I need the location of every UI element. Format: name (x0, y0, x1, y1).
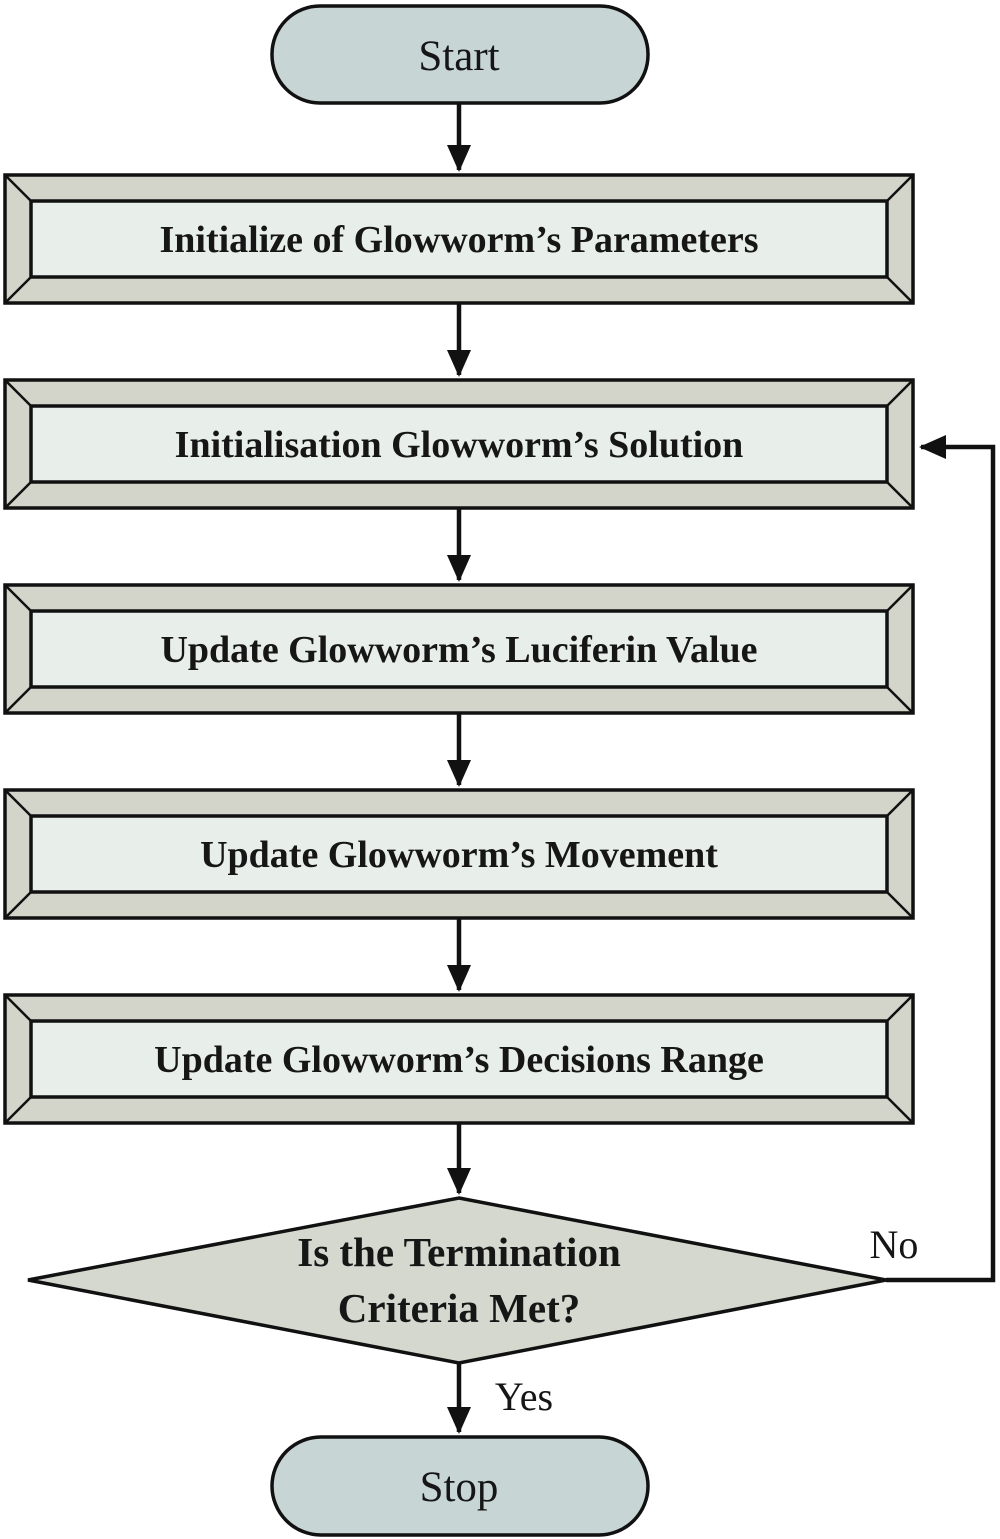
box-bevel-tr (886, 584, 914, 612)
box-label: Initialisation Glowworm’s Solution (175, 424, 744, 466)
box-bevel-tr (886, 789, 914, 817)
start-label: Start (418, 33, 499, 80)
box-bevel-tr (886, 379, 914, 407)
box-bevel-br (886, 276, 914, 304)
box-label: Update Glowworm’s Decisions Range (154, 1039, 764, 1081)
process-box-update-decisions-range: Update Glowworm’s Decisions Range (3, 993, 915, 1125)
box-inner (29, 404, 889, 484)
process-box-update-movement: Update Glowworm’s Movement (3, 788, 915, 920)
box-bevel-bl (4, 276, 32, 304)
box-inner (29, 814, 889, 894)
box-bevel-bl (4, 891, 32, 919)
box-bevel-bl (4, 1096, 32, 1124)
flow-arrows (447, 103, 996, 1434)
stop-label: Stop (420, 1464, 499, 1511)
box-bevel-bl (4, 481, 32, 509)
box-inner (29, 1019, 889, 1099)
decision-label-line2: Criteria Met? (338, 1285, 580, 1331)
decision-termination-criteria: Is the Termination Criteria Met? (27, 1196, 887, 1365)
box-bevel-br (886, 686, 914, 714)
box-bevel-br (886, 1096, 914, 1124)
decision-shape (27, 1196, 887, 1365)
process-box-initialisation-solution: Initialisation Glowworm’s Solution (3, 378, 915, 510)
start-shape (270, 4, 650, 105)
box-inner (29, 609, 889, 689)
box-bevel-br (886, 481, 914, 509)
box-bevel-bl (4, 686, 32, 714)
stop-shape (270, 1435, 650, 1537)
box-bevel-tl (4, 584, 32, 612)
decision-label-line1: Is the Termination (297, 1229, 621, 1275)
box-bevel-tl (4, 789, 32, 817)
no-edge-label: No (870, 1222, 919, 1267)
process-box-update-luciferin: Update Glowworm’s Luciferin Value (3, 583, 915, 715)
arrow-no-feedback (886, 435, 996, 1283)
box-bevel-tr (886, 994, 914, 1022)
yes-edge-label: Yes (495, 1374, 553, 1419)
box-bevel-br (886, 891, 914, 919)
process-box-initialize-parameters: Initialize of Glowworm’s Parameters (3, 173, 915, 305)
box-bevel-tl (4, 174, 32, 202)
box-bevel-tl (4, 379, 32, 407)
box-inner (29, 199, 889, 279)
box-label: Update Glowworm’s Movement (200, 834, 718, 876)
box-label: Initialize of Glowworm’s Parameters (159, 219, 758, 261)
box-bevel-tr (886, 174, 914, 202)
box-label: Update Glowworm’s Luciferin Value (160, 629, 757, 671)
box-bevel-tl (4, 994, 32, 1022)
node-start: Start (270, 4, 650, 105)
node-stop: Stop (270, 1435, 650, 1537)
